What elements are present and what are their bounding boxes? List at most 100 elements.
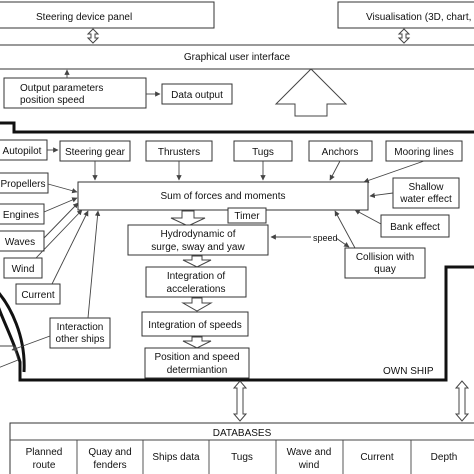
db-wave-line1: Wave and [287, 447, 332, 458]
current-label: Current [21, 290, 55, 301]
databases-title: DATABASES [213, 428, 272, 439]
tugs-label: Tugs [252, 147, 274, 158]
database-cell-current: Current [360, 452, 394, 463]
engines-label: Engines [3, 210, 39, 221]
arrow-collision-to-sum [334, 210, 356, 249]
wind-label: Wind [12, 264, 35, 275]
accel-to-speeds-arrow [181, 297, 213, 312]
output-parameters-line2: position speed [20, 95, 85, 106]
ship-db-double-arrow-left [232, 380, 248, 422]
arrow-interaction-to-sum [87, 210, 101, 319]
autopilot-label: Autopilot [3, 146, 42, 157]
arrow-bank-to-sum [354, 209, 382, 225]
database-cell-planned-route: Planned route [26, 447, 63, 471]
thrusters-label: Thrusters [158, 147, 200, 158]
timer-label: Timer [234, 211, 260, 222]
database-cell-quay-and-fenders: Quay and fenders [88, 447, 131, 471]
databases-panel: DATABASES [9, 422, 474, 474]
shallow-line1: Shallow [408, 182, 444, 193]
thrusters-box: Thrusters [145, 140, 213, 162]
accel-line2: accelerations [167, 284, 226, 295]
speeds-label: Integration of speeds [148, 320, 241, 331]
position-and-speed-box: Position and speed determiantion [144, 347, 250, 379]
waves-label: Waves [5, 237, 35, 248]
shallow-line2: water effect [399, 194, 452, 205]
timer-box: Timer [227, 207, 267, 224]
db-wave-line2: wind [298, 460, 320, 471]
arrow-mooring-to-sum [363, 160, 425, 183]
own-ship-label: OWN SHIP [383, 366, 434, 377]
mooring-lines-box: Mooring lines [385, 140, 463, 162]
propellers-box: Propellers [0, 172, 49, 194]
anchors-box: Anchors [308, 140, 373, 162]
hydro-to-accel-arrow [182, 255, 212, 268]
arrow-engines-to-sum [43, 197, 78, 213]
tugs-box: Tugs [233, 140, 293, 162]
arrow-speed-to-collision [335, 237, 350, 248]
speed-label: speed [313, 233, 338, 243]
arrow-propellers-to-sum [47, 183, 78, 194]
sum-of-forces-label: Sum of forces and moments [160, 191, 285, 202]
interaction-line1: Interaction [57, 322, 104, 333]
panel-gui-double-arrow-right [397, 28, 411, 44]
db-ships-data-line1: Ships data [152, 452, 200, 463]
db-quay-line2: fenders [93, 460, 126, 471]
shallow-water-box: Shallow water effect [392, 177, 460, 209]
bank-effect-box: Bank effect [380, 214, 450, 238]
bank-effect-label: Bank effect [390, 222, 440, 233]
waves-box: Waves [0, 230, 45, 252]
graphical-user-interface-bar: Graphical user interface [0, 44, 474, 70]
steering-device-panel-label: Steering device panel [36, 12, 132, 23]
own-ship-hull [0, 121, 474, 382]
accel-line1: Integration of [167, 271, 226, 282]
collision-line1: Collision with [356, 252, 414, 263]
database-cell-ships-data: Ships data [152, 452, 200, 463]
anchors-label: Anchors [322, 147, 359, 158]
position-line1: Position and speed [154, 352, 239, 363]
steering-device-panel: Steering device panel [0, 1, 215, 29]
integration-of-speeds-box: Integration of speeds [141, 311, 249, 337]
arrow-shallow-to-sum [369, 192, 394, 199]
hydrodynamic-box: Hydrodynamic of surge, sway and yaw [127, 224, 269, 256]
data-output-label: Data output [171, 90, 223, 101]
panel-gui-double-arrow-left [86, 28, 100, 44]
steering-gear-box: Steering gear [59, 140, 131, 162]
db-depth-line1: Depth [431, 452, 458, 463]
db-planned-route-line1: Planned [26, 447, 63, 458]
ship-db-double-arrow-right [454, 380, 470, 422]
position-line2: determiantion [167, 365, 228, 376]
hydro-line2: surge, sway and yaw [151, 242, 245, 253]
engines-box: Engines [0, 203, 45, 225]
wind-box: Wind [3, 257, 43, 279]
db-quay-line1: Quay and [88, 447, 131, 458]
database-cell-depth: Depth [431, 452, 458, 463]
collision-line2: quay [374, 264, 396, 275]
sum-to-hydro-arrow [170, 210, 206, 227]
sum-of-forces-box: Sum of forces and moments [77, 181, 369, 211]
output-parameters-line1: Output parameters [20, 83, 103, 94]
arrow-anchors-to-sum [329, 160, 341, 181]
arrow-interaction-to-ships [11, 335, 51, 351]
mooring-lines-label: Mooring lines [394, 147, 453, 158]
big-up-arrow [274, 68, 348, 117]
propellers-label: Propellers [0, 179, 45, 190]
database-cell-wave-and-wind: Wave and wind [287, 447, 332, 471]
interaction-line2: other ships [56, 334, 105, 345]
autopilot-box: Autopilot [0, 139, 48, 161]
speeds-to-position-arrow [182, 336, 212, 349]
arrow-waves-to-sum [43, 202, 79, 239]
arrow-wind-to-sum [35, 209, 83, 259]
db-tugs-line1: Tugs [231, 452, 253, 463]
hydro-line1: Hydrodynamic of [160, 229, 235, 240]
data-output-box: Data output [161, 83, 233, 105]
gui-label: Graphical user interface [184, 52, 291, 63]
collision-with-quay-box: Collision with quay [344, 247, 426, 279]
visualisation-panel: Visualisation (3D, chart, ra [337, 1, 474, 29]
database-cell-tugs: Tugs [231, 452, 253, 463]
db-current-line1: Current [360, 452, 394, 463]
interaction-other-ships-box: Interaction other ships [49, 317, 111, 349]
integration-of-accelerations-box: Integration of accelerations [145, 266, 247, 298]
visualisation-panel-label: Visualisation (3D, chart, ra [366, 12, 474, 23]
output-parameters-box: Output parameters position speed [3, 77, 147, 109]
